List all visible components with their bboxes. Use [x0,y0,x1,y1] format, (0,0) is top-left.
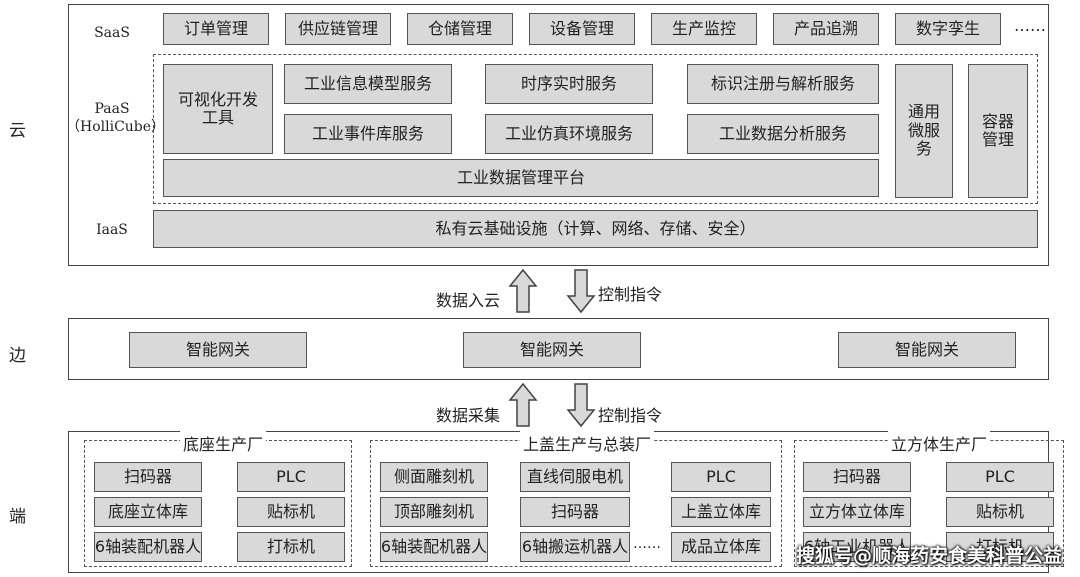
cube-stereo-warehouse: 立方体立体库 [803,497,911,527]
saas-item-warehouse: 仓储管理 [407,13,513,45]
data-collection-label: 数据采集 [436,406,501,425]
end-side-label: 端 [9,507,26,527]
iaas-infrastructure: 私有云基础设施（计算、网络、存储、安全） [153,210,1038,248]
up-arrow-icon [508,268,538,313]
saas-item-equipment: 设备管理 [529,13,635,45]
base-plc: PLC [237,462,345,492]
control-command-label-lower: 控制指令 [598,406,663,425]
cover-plc: PLC [671,462,771,492]
saas-item-supply-chain: 供应链管理 [285,13,391,45]
paas-dashed-boundary [153,54,1038,204]
edge-gateway-middle: 智能网关 [463,332,641,368]
cube-labeler: 贴标机 [946,497,1054,527]
cover-top-engraver: 顶部雕刻机 [380,497,488,527]
base-6axis-assembly-robot: 6轴装配机器人 [94,532,202,562]
watermark-text: 搜狐号@顺海药安食美科普公益 [795,545,1062,567]
paas-timeseries-service: 时序实时服务 [485,64,653,104]
cube-plc: PLC [946,462,1054,492]
iaas-label: IaaS [96,222,128,238]
data-to-cloud-label: 数据入云 [436,291,501,310]
edge-gateway-right: 智能网关 [838,332,1016,368]
paas-visual-dev-tool: 可视化开发工具 [163,64,273,154]
saas-more-ellipsis: …… [1014,16,1046,35]
paas-label: PaaS （HolliCube） [66,100,166,136]
cube-factory-title: 立方体生产厂 [888,431,991,455]
cover-assembly-factory-title: 上盖生产与总装厂 [520,431,655,455]
paas-industrial-info-model: 工业信息模型服务 [284,64,452,104]
cover-stereo-warehouse: 上盖立体库 [671,497,771,527]
base-labeler: 贴标机 [237,497,345,527]
paas-simulation-env: 工业仿真环境服务 [485,114,653,154]
cube-marking-machine: 打标机 [946,532,1054,562]
paas-label-sub: （HolliCube） [66,119,166,136]
saas-label: SaaS [94,25,130,41]
base-stereo-warehouse: 底座立体库 [94,497,202,527]
finished-goods-warehouse: 成品立体库 [671,532,771,562]
paas-container-mgmt: 容器管理 [968,64,1028,198]
base-scanner: 扫码器 [94,462,202,492]
cube-scanner: 扫码器 [803,462,911,492]
edge-side-label: 边 [9,346,26,366]
cloud-side-label: 云 [9,121,26,141]
down-arrow-icon [566,383,596,428]
cover-6axis-handling-robot: 6轴搬运机器人 [520,532,630,562]
saas-item-production-monitor: 生产监控 [651,13,757,45]
saas-item-traceability: 产品追溯 [773,13,879,45]
paas-identifier-resolution: 标识注册与解析服务 [687,64,879,104]
cover-more-ellipsis: …… [633,536,661,552]
cover-6axis-assembly-robot: 6轴装配机器人 [380,532,488,562]
paas-data-platform: 工业数据管理平台 [163,159,879,197]
saas-item-order: 订单管理 [163,13,269,45]
cover-scanner: 扫码器 [520,497,630,527]
up-arrow-icon [508,382,538,427]
cube-6axis-industrial-robot: 6轴工业机器人 [803,532,911,562]
base-factory-title: 底座生产厂 [180,431,267,455]
cover-side-engraver: 侧面雕刻机 [380,462,488,492]
paas-event-library: 工业事件库服务 [284,114,452,154]
edge-gateway-left: 智能网关 [129,332,307,368]
down-arrow-icon [566,269,596,314]
paas-label-name: PaaS [94,101,130,117]
saas-item-digital-twin: 数字孪生 [895,13,1001,45]
control-command-label-upper: 控制指令 [598,285,663,304]
cover-linear-servo: 直线伺服电机 [520,462,630,492]
paas-data-analysis: 工业数据分析服务 [687,114,879,154]
paas-microservice: 通用微服务 [895,64,953,198]
base-marking-machine: 打标机 [237,532,345,562]
